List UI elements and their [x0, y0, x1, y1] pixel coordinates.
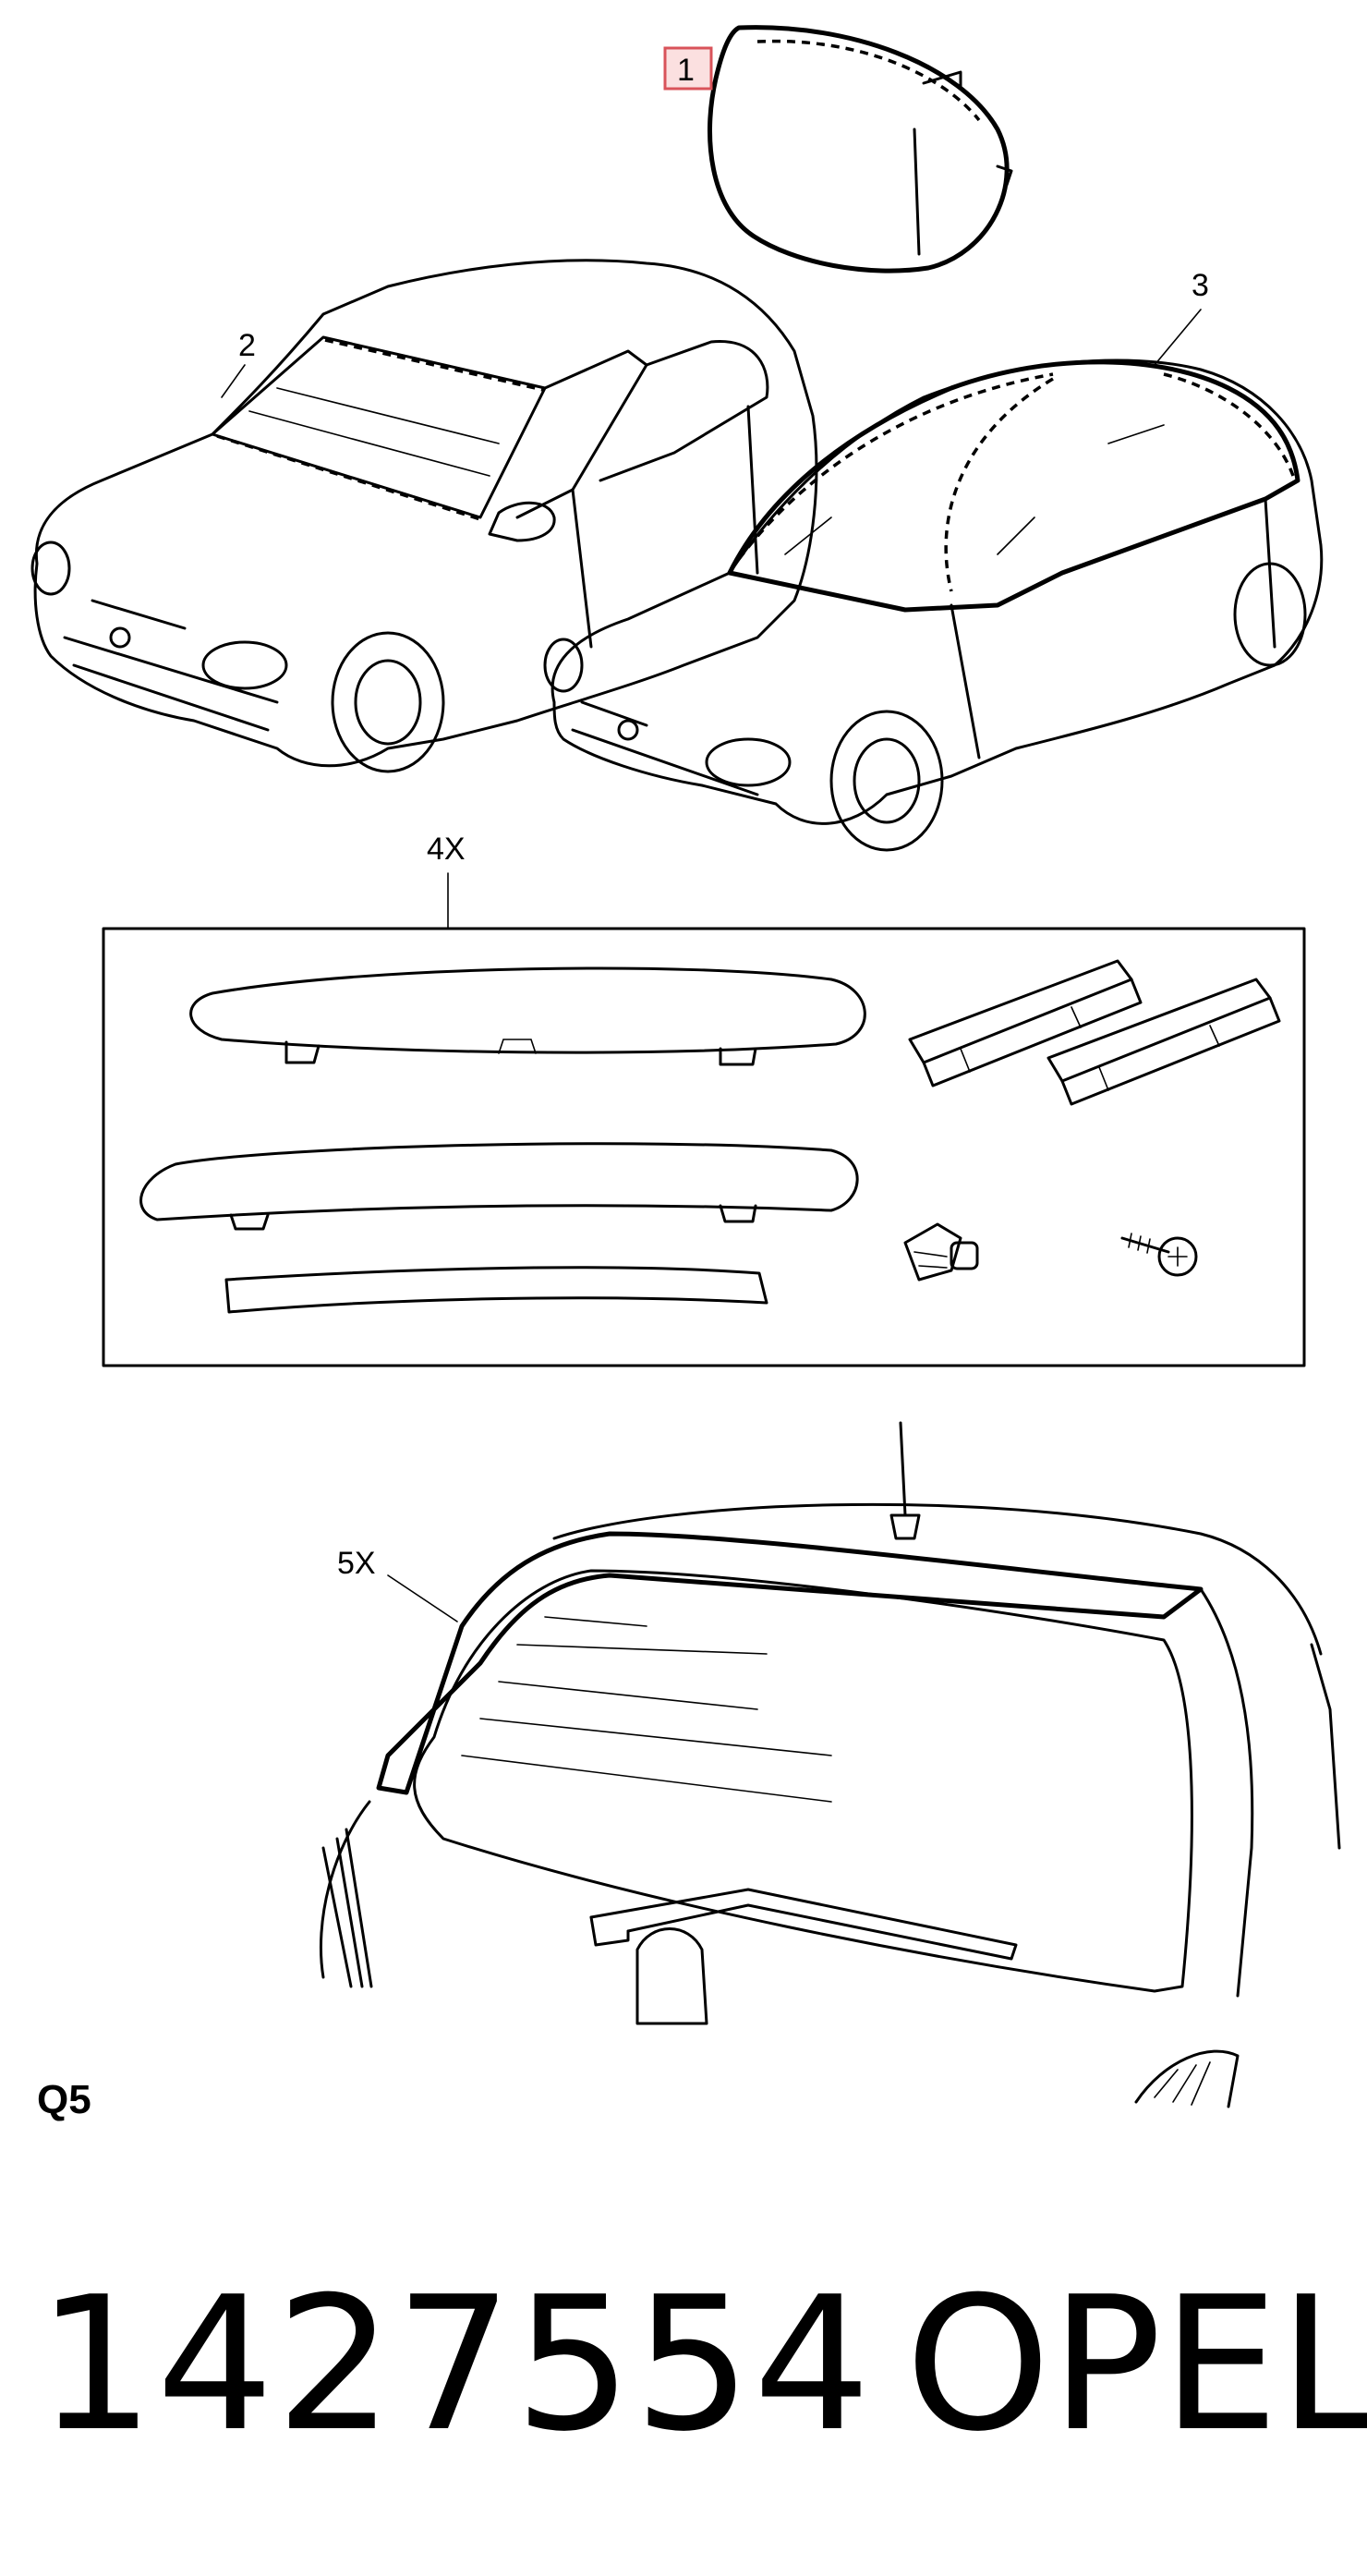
- footer: 1427554 OPEL: [0, 2254, 1367, 2532]
- callout-1-label: 1: [677, 53, 695, 88]
- part-1-mirror-glass[interactable]: [708, 25, 1013, 273]
- callout-5-label[interactable]: 5X: [337, 1546, 376, 1581]
- part-4-kit-frame: [102, 927, 1306, 1367]
- callout-2-leader: [221, 364, 246, 398]
- part-2-car-windscreen[interactable]: [30, 259, 818, 773]
- part-4-spoiler-lower[interactable]: [139, 1142, 859, 1231]
- part-4-clip[interactable]: [903, 1222, 979, 1282]
- part-4-screw[interactable]: [1120, 1233, 1198, 1277]
- part-3-car-cover[interactable]: [543, 358, 1324, 852]
- callout-1-box[interactable]: [663, 46, 713, 91]
- callout-3-leader: [1154, 309, 1202, 366]
- brand-name: OPEL: [905, 2257, 1367, 2473]
- part-4-bracket-left[interactable]: [908, 959, 1143, 1088]
- callout-2-label[interactable]: 2: [238, 328, 256, 363]
- parts-diagram: 1 2: [30, 25, 1341, 2122]
- part-5-rear-spoiler[interactable]: [320, 1421, 1341, 2108]
- part-number: 1427554: [37, 2257, 873, 2473]
- section-code: Q5: [37, 2077, 91, 2122]
- part-4-seal-strip[interactable]: [224, 1266, 768, 1314]
- callout-3-label[interactable]: 3: [1192, 268, 1209, 303]
- part-4-spoiler-upper[interactable]: [189, 966, 866, 1066]
- callout-4-label[interactable]: 4X: [427, 832, 466, 867]
- callout-5-leader: [387, 1574, 458, 1622]
- part-4-bracket-right[interactable]: [1046, 978, 1281, 1106]
